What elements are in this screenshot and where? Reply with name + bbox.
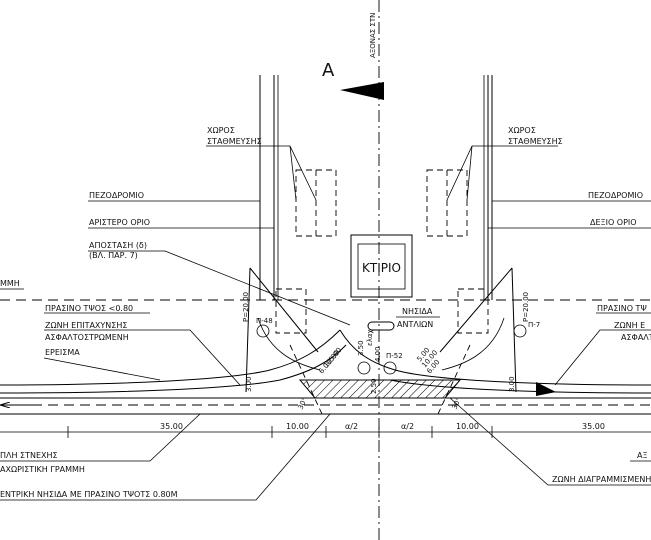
- section-marker-letter: A: [322, 60, 335, 81]
- green-left-label: ΠΡΑΣΙΝΟ ΤΨΟΣ <0.80: [45, 304, 133, 313]
- dim-35-left: 35.00: [160, 422, 183, 431]
- left-ramp-inner: [0, 344, 347, 394]
- building-outer: [350, 234, 413, 298]
- d250: 2.50: [370, 378, 378, 394]
- central-island-label: ΕΝΤΡΙΚΗ ΝΗΣΙΔΑ ΜΕ ΠΡΑΣΙΝΟ ΤΨΟΤΣ 0.80Μ: [0, 490, 178, 499]
- asphalt-label: ΑΣΦΑΛΤΟΣΤΡΩΜΕΝΗ: [45, 333, 129, 342]
- dim-a2-right: α/2: [401, 422, 414, 431]
- sidewalk-right-label: ΠΕΖΟΔΡΟΜΙΟ: [588, 191, 643, 200]
- accel-zone-leader: [44, 329, 241, 386]
- pump-circle-right: [513, 324, 527, 338]
- parking-left-label-1: ΧΩΡΟΣ: [207, 126, 235, 135]
- distance-leader: [88, 250, 351, 326]
- pump-island-label-1: ΝΗΣΙΔΑ: [402, 307, 433, 316]
- pump-island: [367, 321, 395, 331]
- continuous-leader: [0, 413, 201, 462]
- central-island-leader: [0, 413, 331, 501]
- distance-label-2: (ΒΛ. ΠΑΡ. 7): [89, 251, 138, 260]
- dim-10-left: 10.00: [286, 422, 309, 431]
- accel-zone-label: ΖΩΝΗ ΕΠΙΤΑΧΥΝΣΗΣ: [45, 321, 127, 330]
- elax: ελαχ: [366, 329, 374, 346]
- building-inner: [357, 243, 406, 290]
- axis-right-label: ΑΞ: [637, 451, 648, 460]
- angle-left-guide: [289, 344, 323, 415]
- sidewalk-left-label: ΠΕΖΟΔΡΟΜΙΟ: [89, 191, 144, 200]
- pi48-label: Π-48: [256, 317, 273, 325]
- pump-circle-left: [256, 324, 270, 338]
- hatched-zone: [298, 379, 462, 399]
- limit-left-label: ΑΡΙΣΤΕΡΟ ΟΡΙΟ: [89, 218, 150, 227]
- zone-right-label: ΖΩΝΗ Ε: [614, 321, 645, 330]
- pump-island-label-2: ΑΝΤΛΙΩΝ: [397, 320, 433, 329]
- continuous-label: ΠΛΗ ΣΤΝΕΧΗΣ: [0, 451, 58, 460]
- parking-right-label-1: ΧΩΡΟΣ: [508, 126, 536, 135]
- dim-10-right: 10.00: [456, 422, 479, 431]
- d350: 3.50: [357, 340, 365, 356]
- axis-label: ΑΞΟΝΑΣ ΣΤΝ: [369, 13, 377, 58]
- marked-zone-leader: [449, 397, 651, 486]
- left-ramp-shape: [245, 267, 319, 393]
- parking-right-leader: [446, 145, 558, 201]
- parking-left-leader-b: [289, 145, 297, 201]
- side-box-left: [275, 288, 307, 334]
- pump-circle-center-left: [357, 361, 371, 375]
- right-ramp-shape: [439, 267, 517, 393]
- side-box-right: [457, 288, 489, 334]
- pump-circle-center-right: [383, 361, 397, 375]
- parking-left-label-2: ΣΤΑΘΜΕΥΣΗΣ: [207, 137, 262, 146]
- angle-right-guide: [437, 344, 471, 415]
- pi52-label: Π-52: [386, 352, 403, 360]
- parking-right-leader-b: [466, 145, 473, 201]
- d300-left: 3.00: [245, 376, 253, 392]
- shoulder-leader: [43, 357, 161, 381]
- edge-left-label: ΜΜΗ: [0, 279, 20, 288]
- limit-right-label: ΔΕΞΙΟ ΟΡΙΟ: [590, 218, 637, 227]
- right-direction-arrow: [536, 382, 556, 396]
- separator-label: ΑΧΩΡΙΣΤΙΚΗ ΓΡΑΜΜΗ: [0, 465, 85, 474]
- p-left: Ρ=20.00: [242, 292, 250, 322]
- asphalt-right-label: ΑΣΦΑΛΤ: [621, 333, 651, 342]
- dim-a2-left: α/2: [345, 422, 358, 431]
- section-marker-arrow: [340, 82, 384, 100]
- dimension-ticks: [67, 426, 493, 438]
- right-ramp-curve: [441, 317, 505, 371]
- distance-label-1: ΑΠΟΣΤΑΣΗ (δ): [89, 241, 147, 250]
- d400: 4.00: [374, 346, 382, 362]
- marked-zone-label: ΖΩΝΗ ΔΙΑΓΡΑΜΜΙΣΜΕΝΗ: [552, 475, 651, 484]
- d300-right: 3.00: [508, 376, 516, 392]
- zone-right-leader: [554, 329, 651, 386]
- green-right-label: ΠΡΑΣΙΝΟ ΤΨ: [597, 304, 647, 313]
- pi7-label: Π-7: [528, 321, 540, 329]
- left-ramp-outer: [0, 329, 341, 386]
- left-ramp-curve: [257, 317, 321, 371]
- building-label: ΚΤΙΡΙΟ: [362, 261, 401, 275]
- dim-35-right: 35.00: [582, 422, 605, 431]
- p-right: Ρ=20.00: [522, 292, 530, 322]
- shoulder-label: ΕΡΕΙΣΜΑ: [45, 348, 80, 357]
- right-ramp-outer: [339, 329, 651, 386]
- parking-right-label-2: ΣΤΑΘΜΕΥΣΗΣ: [508, 137, 563, 146]
- parking-left-leader: [206, 145, 317, 201]
